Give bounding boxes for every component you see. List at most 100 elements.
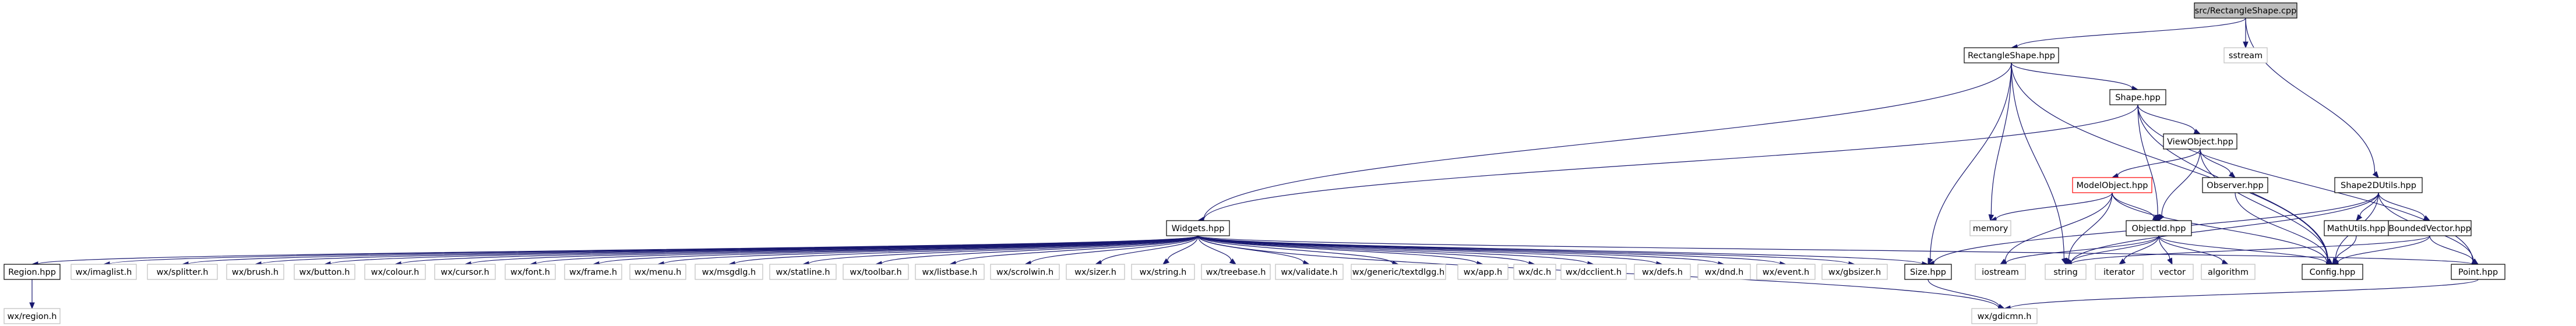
node-wx-treebase-h: wx/treebase.h <box>1201 264 1271 280</box>
node-viewobject-hpp[interactable]: ViewObject.hpp <box>2163 133 2237 150</box>
node-label: wx/listbase.h <box>922 268 978 277</box>
node-string: string <box>2045 264 2087 280</box>
node-size-hpp[interactable]: Size.hpp <box>1904 264 1952 280</box>
node-wx-msgdlg-h: wx/msgdlg.h <box>695 264 763 280</box>
node-wx-menu-h: wx/menu.h <box>629 264 686 280</box>
node-boundedvector-hpp[interactable]: BoundedVector.hpp <box>2388 220 2472 236</box>
node-shape2dutils-hpp[interactable]: Shape2DUtils.hpp <box>2334 177 2423 193</box>
node-label: wx/region.h <box>8 312 57 321</box>
dependency-edge <box>2137 104 2201 134</box>
node-config-hpp[interactable]: Config.hpp <box>2302 264 2363 280</box>
node-label: wx/dcclient.h <box>1566 268 1622 277</box>
node-rectangleshape-hpp[interactable]: RectangleShape.hpp <box>1964 47 2059 63</box>
node-box <box>2223 47 2268 63</box>
node-box <box>3 308 61 324</box>
node-box <box>915 264 985 280</box>
node-box <box>2302 264 2363 280</box>
node-wx-cursor-h: wx/cursor.h <box>434 264 496 280</box>
node-label: wx/cursor.h <box>441 268 489 277</box>
node-label: wx/dnd.h <box>1705 268 1744 277</box>
node-shape-hpp[interactable]: Shape.hpp <box>2109 89 2166 105</box>
node-region-hpp[interactable]: Region.hpp <box>3 264 61 280</box>
node-label: RectangleShape.hpp <box>1968 51 2055 61</box>
node-label: Size.hpp <box>1910 268 1946 277</box>
dependency-edge <box>1197 235 1237 265</box>
node-wx-region-h: wx/region.h <box>3 308 61 324</box>
node-box <box>71 264 137 280</box>
node-wx-toolbar-h: wx/toolbar.h <box>843 264 909 280</box>
node-wx-dnd-h: wx/dnd.h <box>1697 264 1751 280</box>
node-memory: memory <box>1969 220 2011 236</box>
node-box <box>2201 264 2256 280</box>
node-wx-listbase-h: wx/listbase.h <box>915 264 985 280</box>
node-label: wx/splitter.h <box>157 268 209 277</box>
node-wx-generic-textdlgg-h: wx/generic/textdlgg.h <box>1351 264 1446 280</box>
node-mathutils-hpp[interactable]: MathUtils.hpp <box>2324 220 2389 236</box>
node-modelobject-hpp[interactable]: ModelObject.hpp <box>2072 177 2152 193</box>
dependency-edge <box>2112 192 2160 221</box>
node-wx-button-h: wx/button.h <box>294 264 355 280</box>
node-wx-scrolwin-h: wx/scrolwin.h <box>990 264 1060 280</box>
node-label: ModelObject.hpp <box>2077 181 2148 190</box>
node-box <box>1166 220 1230 236</box>
node-label: sstream <box>2229 51 2263 61</box>
node-label: wx/string.h <box>1140 268 1187 277</box>
node-src-rectangleshape-cpp[interactable]: src/RectangleShape.cpp <box>2194 2 2297 19</box>
node-label: wx/scrolwin.h <box>996 268 1053 277</box>
node-point-hpp[interactable]: Point.hpp <box>2451 264 2505 280</box>
node-widgets-hpp[interactable]: Widgets.hpp <box>1166 220 1230 236</box>
node-box <box>2095 264 2144 280</box>
node-label: wx/treebase.h <box>1206 268 1266 277</box>
node-wx-colour-h: wx/colour.h <box>364 264 426 280</box>
node-label: wx/sizer.h <box>1074 268 1116 277</box>
dependency-edge <box>1927 62 2012 265</box>
node-box <box>2109 89 2166 105</box>
node-label: wx/defs.h <box>1642 268 1683 277</box>
node-box <box>1457 264 1509 280</box>
node-box <box>629 264 686 280</box>
node-box <box>1513 264 1556 280</box>
node-box <box>843 264 909 280</box>
node-box <box>1560 264 1627 280</box>
node-box <box>2151 264 2194 280</box>
dependency-edge <box>2158 235 2173 265</box>
dependency-edge <box>29 279 35 310</box>
node-box <box>2324 220 2389 236</box>
node-label: Region.hpp <box>8 268 56 277</box>
dependency-edge <box>1988 62 2012 222</box>
node-label: wx/statline.h <box>776 268 830 277</box>
node-label: wx/frame.h <box>569 268 617 277</box>
node-box <box>2163 133 2237 150</box>
dependency-edge <box>1989 192 2113 222</box>
node-label: Config.hpp <box>2310 268 2356 277</box>
node-box <box>1969 220 2011 236</box>
dependency-edge <box>2111 148 2201 179</box>
node-box <box>990 264 1060 280</box>
node-label: wx/generic/textdlgg.h <box>1352 268 1444 277</box>
node-algorithm: algorithm <box>2201 264 2256 280</box>
dependency-edge <box>2010 17 2246 50</box>
node-observer-hpp[interactable]: Observer.hpp <box>2202 177 2268 193</box>
dependency-edge <box>2003 279 2479 311</box>
node-label: iterator <box>2103 268 2135 277</box>
dependency-edge <box>2137 104 2479 265</box>
node-box <box>2388 220 2472 236</box>
node-wx-app-h: wx/app.h <box>1457 264 1509 280</box>
node-wx-defs-h: wx/defs.h <box>1634 264 1691 280</box>
node-objectid-hpp[interactable]: ObjectId.hpp <box>2126 220 2192 236</box>
node-label: Shape.hpp <box>2115 93 2161 102</box>
node-box <box>1975 264 2026 280</box>
node-wx-imaglist-h: wx/imaglist.h <box>71 264 137 280</box>
nodes-layer: src/RectangleShape.cppRectangleShape.hpp… <box>3 2 2505 324</box>
node-label: wx/msgdlg.h <box>702 268 756 277</box>
node-label: wx/button.h <box>299 268 350 277</box>
node-label: Observer.hpp <box>2207 181 2263 190</box>
node-wx-gbsizer-h: wx/gbsizer.h <box>1821 264 1888 280</box>
node-box <box>1756 264 1816 280</box>
node-box <box>1904 264 1952 280</box>
node-iterator: iterator <box>2095 264 2144 280</box>
dependency-edge <box>1197 104 2138 223</box>
node-box <box>294 264 355 280</box>
node-label: ViewObject.hpp <box>2167 137 2233 147</box>
